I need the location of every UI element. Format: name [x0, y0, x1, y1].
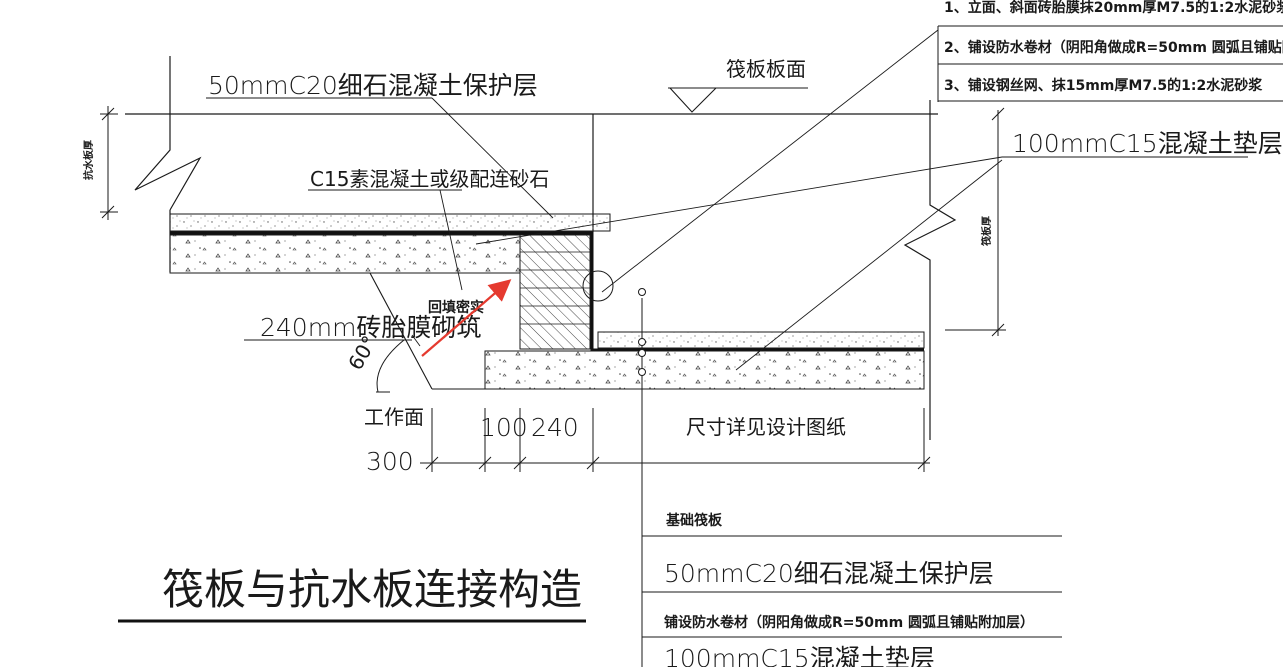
raft-thickness-label: 筏板厚	[980, 216, 993, 246]
raft-surface-mark	[668, 87, 808, 113]
raft-protection-layer	[597, 331, 925, 349]
leader-lines	[206, 29, 1248, 371]
legend-leader	[638, 288, 1062, 667]
drawing-title: 筏板与抗水板连接构造	[162, 565, 582, 614]
waterproof-membrane	[170, 231, 924, 352]
top-note-1: 1、立面、斜面砖胎膜抹20mm厚M7.5的1:2水泥砂浆	[944, 0, 1283, 16]
dim-design: 尺寸详见设计图纸	[686, 415, 846, 439]
brick-mold	[519, 234, 591, 350]
bottom-dimension	[420, 408, 931, 472]
bottom-cushion	[484, 350, 925, 390]
dim-300: 300	[366, 447, 414, 476]
detail-circle	[582, 270, 614, 302]
backfill-label: 回填密实	[428, 299, 484, 316]
legend-row-1: 50mmC20细石混凝土保护层	[664, 559, 994, 588]
anti-water-thickness-dim	[100, 106, 118, 220]
red-arrow	[421, 279, 512, 357]
c15-fill-label: C15素混凝土或级配连砂石	[310, 167, 549, 191]
dim-100: 100	[480, 413, 528, 442]
c20-protection-label: 50mmC20细石混凝土保护层	[208, 71, 538, 100]
c15-cushion-label: 100mmC15混凝土垫层	[1012, 129, 1283, 158]
raft-surface-label: 筏板板面	[726, 57, 806, 81]
legend-row-2: 铺设防水卷材（阴阳角做成R=50mm 圆弧且铺贴附加层）	[664, 614, 1034, 631]
legend-title: 基础筏板	[666, 512, 723, 529]
c20-protection-layer	[169, 213, 611, 232]
work-face-label: 工作面	[364, 405, 424, 429]
top-note-2: 2、铺设防水卷材（阴阳角做成R=50mm 圆弧且铺贴附加层）	[944, 39, 1283, 56]
top-notes-box	[937, 25, 1283, 102]
raft-thickness-dim	[945, 107, 1006, 337]
top-note-3: 3、铺设钢丝网、抹15mm厚M7.5的1:2水泥砂浆	[944, 77, 1263, 94]
legend-row-3: 100mmC15混凝土垫层	[664, 644, 935, 667]
c15-cushion-left	[169, 234, 521, 274]
anti-water-thickness-label: 抗水板厚	[82, 140, 95, 180]
angle-arc	[376, 339, 405, 393]
dim-240: 240	[531, 413, 579, 442]
